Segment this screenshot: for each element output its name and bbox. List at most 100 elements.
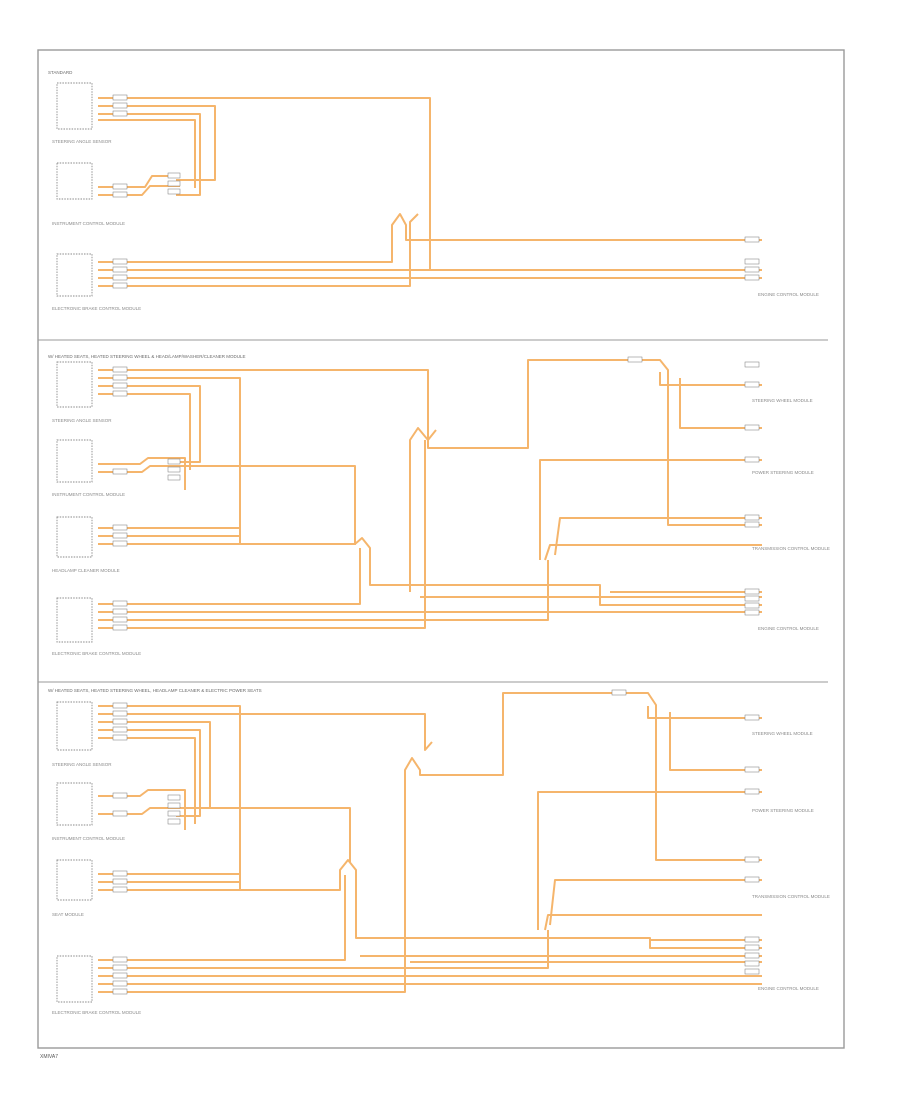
wire bbox=[98, 560, 549, 621]
component-label-1: STEERING ANGLE SENSOR bbox=[52, 139, 112, 144]
connector-pin bbox=[744, 944, 760, 951]
component-label-17: STEERING WHEEL MODULE bbox=[752, 731, 813, 736]
component-box bbox=[56, 859, 93, 901]
wire bbox=[98, 119, 196, 188]
connector-pin bbox=[167, 802, 181, 809]
connector-pin bbox=[744, 602, 760, 609]
connector-pin bbox=[167, 466, 181, 473]
connector-pin bbox=[744, 766, 760, 773]
component-label-13: STEERING ANGLE SENSOR bbox=[52, 762, 112, 767]
wire bbox=[539, 459, 762, 560]
connector-pin bbox=[112, 540, 128, 547]
component-label-14: INSTRUMENT CONTROL MODULE bbox=[52, 836, 125, 841]
wire bbox=[669, 712, 762, 771]
component-label-18: POWER STEERING MODULE bbox=[752, 808, 814, 813]
connector-pin bbox=[112, 870, 128, 877]
wire bbox=[98, 369, 437, 441]
component-label-15: SEAT MODULE bbox=[52, 912, 84, 917]
wire bbox=[647, 706, 762, 719]
component-label-6: INSTRUMENT CONTROL MODULE bbox=[52, 492, 125, 497]
connector-pin bbox=[112, 191, 128, 198]
connector-pin bbox=[112, 532, 128, 539]
connector-pin bbox=[744, 609, 760, 616]
connector-pin bbox=[112, 624, 128, 631]
connector-pin bbox=[744, 514, 760, 521]
wire bbox=[98, 113, 201, 196]
connector-pin bbox=[112, 110, 128, 117]
connector-pin bbox=[112, 616, 128, 623]
wire bbox=[98, 377, 241, 545]
connector-pin bbox=[744, 952, 760, 959]
wire bbox=[98, 213, 762, 263]
component-label-20: ENGINE CONTROL MODULE bbox=[758, 986, 819, 991]
connector-pin bbox=[112, 810, 128, 817]
connector-pin bbox=[112, 382, 128, 389]
component-label-19: TRANSMISSION CONTROL MODULE bbox=[752, 894, 830, 899]
wire bbox=[98, 875, 346, 961]
connector-pin bbox=[112, 282, 128, 289]
connector-pin bbox=[744, 361, 760, 368]
wire bbox=[98, 457, 186, 490]
connector-pin bbox=[112, 792, 128, 799]
component-box bbox=[56, 516, 93, 558]
connector-pin bbox=[112, 374, 128, 381]
section-1-wiring: STEERING ANGLE SENSOR INSTRUMENT CONTROL… bbox=[52, 82, 819, 311]
diagram-frame bbox=[37, 49, 845, 1049]
wire bbox=[98, 692, 762, 993]
connector-pin bbox=[112, 274, 128, 281]
wire bbox=[554, 517, 762, 556]
section-title-1: STANDARD bbox=[48, 70, 73, 75]
component-label-11: TRANSMISSION CONTROL MODULE bbox=[752, 546, 830, 551]
connector-pin bbox=[112, 608, 128, 615]
wire bbox=[98, 440, 426, 629]
component-box bbox=[56, 439, 93, 483]
wire bbox=[98, 548, 361, 605]
connector-pin bbox=[112, 886, 128, 893]
connector-pin bbox=[744, 588, 760, 595]
connector-pin bbox=[112, 183, 128, 190]
connector-pin bbox=[167, 794, 181, 801]
connector-pin bbox=[112, 726, 128, 733]
wire bbox=[98, 705, 241, 890]
connector-pin bbox=[744, 968, 760, 975]
component-label-10: POWER STEERING MODULE bbox=[752, 470, 814, 475]
wire bbox=[98, 537, 762, 606]
connector-pin bbox=[167, 810, 181, 817]
component-box bbox=[56, 782, 93, 826]
wire bbox=[98, 729, 201, 817]
connector-pin bbox=[112, 702, 128, 709]
connector-pin bbox=[167, 458, 181, 465]
section-title-2: W/ HEATED SEATS, HEATED STEERING WHEEL &… bbox=[48, 354, 245, 359]
connector-pin bbox=[744, 936, 760, 943]
wire bbox=[98, 807, 351, 862]
connector-pin bbox=[167, 818, 181, 825]
connector-pin bbox=[744, 595, 760, 602]
wire bbox=[98, 737, 196, 824]
wire bbox=[98, 859, 762, 949]
connector-pin bbox=[611, 689, 627, 696]
component-label-5: STEERING ANGLE SENSOR bbox=[52, 418, 112, 423]
connector-pin bbox=[744, 424, 760, 431]
wire bbox=[409, 359, 762, 592]
connector-pin bbox=[744, 960, 760, 967]
section-3-wiring: STEERING ANGLE SENSOR INSTRUMENT CONTROL… bbox=[52, 689, 830, 1015]
wire bbox=[98, 213, 419, 287]
connector-pin bbox=[112, 972, 128, 979]
component-label-3: ELECTRONIC BRAKE CONTROL MODULE bbox=[52, 306, 141, 311]
connector-pin bbox=[744, 236, 760, 243]
connector-pin bbox=[167, 180, 181, 187]
connector-pin bbox=[112, 390, 128, 397]
connector-pin bbox=[167, 474, 181, 481]
wire bbox=[544, 914, 762, 931]
connector-pin bbox=[112, 718, 128, 725]
connector-pin bbox=[112, 94, 128, 101]
connector-pin bbox=[112, 600, 128, 607]
wire bbox=[659, 372, 762, 386]
connector-pin bbox=[744, 274, 760, 281]
diagram-code: XMIVA7 bbox=[40, 1054, 58, 1060]
component-label-8: ELECTRONIC BRAKE CONTROL MODULE bbox=[52, 651, 141, 656]
connector-pin bbox=[112, 878, 128, 885]
section-title-3: W/ HEATED SEATS, HEATED STEERING WHEEL, … bbox=[48, 688, 262, 693]
connector-pin bbox=[627, 356, 643, 363]
